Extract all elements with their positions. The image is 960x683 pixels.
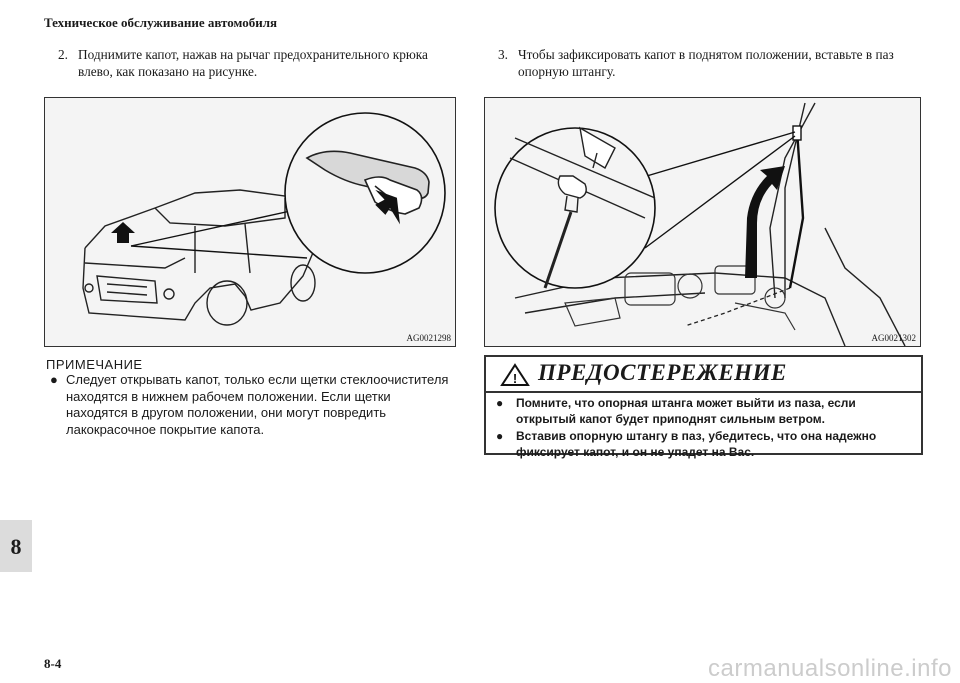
warning-triangle-icon: ! bbox=[500, 363, 530, 386]
bullet-icon: ● bbox=[50, 372, 58, 387]
hood-release-illustration bbox=[82, 112, 446, 326]
section-tab: 8 bbox=[0, 520, 32, 572]
figure-hood-release: AG0021298 bbox=[44, 97, 456, 347]
warning-icon-glyph: ! bbox=[513, 371, 517, 386]
warning-box: ! ПРЕДОСТЕРЕЖЕНИЕ ● Помните, что опорная… bbox=[484, 355, 923, 459]
section-tab-number: 8 bbox=[10, 534, 22, 559]
press-arrow-icon bbox=[375, 189, 400, 225]
figure-support-rod: AG0021302 bbox=[484, 97, 921, 347]
up-arrow-icon bbox=[111, 222, 135, 243]
warning-item-text: Помните, что опорная штанга может выйти … bbox=[516, 396, 856, 426]
note-body: ● Следует открывать капот, только если щ… bbox=[50, 372, 455, 438]
warning-title: ПРЕДОСТЕРЕЖЕНИЕ bbox=[538, 360, 787, 385]
figure-code: AG0021298 bbox=[406, 333, 452, 343]
warning-item: ● Помните, что опорная штанга может выйт… bbox=[494, 395, 914, 427]
step-number: 3. bbox=[498, 47, 508, 62]
detail-circle bbox=[494, 127, 656, 289]
step-2: 2. Поднимите капот, нажав на рычаг предо… bbox=[58, 46, 458, 80]
step-text: Поднимите капот, нажав на рычаг предохра… bbox=[78, 47, 428, 79]
figure-code: AG0021302 bbox=[871, 333, 917, 343]
step-3: 3. Чтобы зафиксировать капот в поднятом … bbox=[498, 46, 908, 80]
warning-item-text: Вставив опорную штангу в паз, убедитесь,… bbox=[516, 429, 877, 459]
section-header: Техническое обслуживание автомобиля bbox=[44, 15, 278, 30]
support-rod-illustration bbox=[494, 102, 906, 346]
step-text: Чтобы зафиксировать капот в поднятом пол… bbox=[518, 47, 894, 79]
watermark: carmanualsonline.info bbox=[708, 655, 952, 682]
page-number: 8-4 bbox=[44, 656, 62, 671]
note-text: Следует открывать капот, только если щет… bbox=[66, 372, 449, 437]
warning-item: ● Вставив опорную штангу в паз, убедитес… bbox=[494, 428, 914, 460]
warning-header: ! ПРЕДОСТЕРЕЖЕНИЕ bbox=[486, 357, 921, 393]
note-heading: ПРИМЕЧАНИЕ bbox=[46, 357, 143, 372]
step-number: 2. bbox=[58, 47, 68, 62]
bullet-icon: ● bbox=[496, 429, 504, 443]
warning-list: ● Помните, что опорная штанга может выйт… bbox=[494, 395, 914, 461]
bullet-icon: ● bbox=[496, 396, 504, 410]
lift-arrow-icon bbox=[745, 166, 785, 278]
